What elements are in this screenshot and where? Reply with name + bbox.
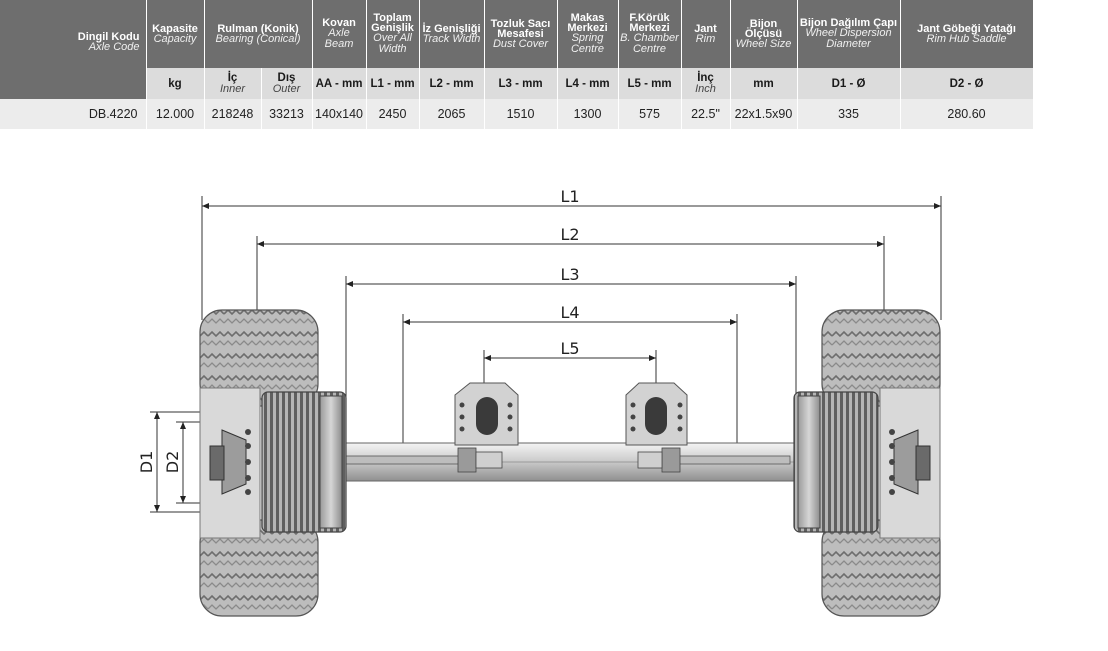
- header-rim-tr: Jant: [694, 22, 717, 35]
- units-row: kg İç Inner Dış Outer AA - mm L1 - mm L2…: [0, 68, 1034, 99]
- header-axle-code-en: Axle Code: [88, 40, 140, 53]
- header-overall-width-tr: Toplam Genişlik: [371, 12, 414, 34]
- unit-inch-en: Inch: [695, 83, 716, 95]
- cell-bearing-inner: 218248: [204, 99, 262, 129]
- cell-l3: 1510: [484, 99, 558, 129]
- header-axle-beam: Kovan Axle Beam: [312, 0, 367, 68]
- unit-l3: L3 - mm: [484, 68, 558, 99]
- header-wheel-size-tr: Bijon Ölçüsü: [744, 17, 783, 40]
- header-dust-cover: Tozluk Sacı Mesafesi Dust Cover: [484, 0, 558, 68]
- axle-diagram: L1 L2 L3 L4 L5 D1 D2 AA: [137, 187, 942, 617]
- left-hub: [221, 429, 247, 495]
- unit-inch: İnç Inch: [681, 68, 731, 99]
- header-track-width-tr: İz Genişliği: [422, 22, 481, 35]
- label-l3: L3: [560, 265, 579, 284]
- header-spring-centre-tr: Makas Merkezi: [567, 12, 608, 34]
- header-bearing-tr: Rulman (Konik): [217, 22, 299, 35]
- camshaft-left: [344, 447, 503, 473]
- header-spring-centre: Makas Merkezi Spring Centre: [557, 0, 619, 68]
- label-d1: D1: [137, 451, 156, 474]
- unit-inner-en: Inner: [219, 83, 246, 95]
- spring-bracket-right: [625, 382, 688, 446]
- label-l4: L4: [560, 303, 579, 322]
- unit-d2: D2 - Ø: [900, 68, 1034, 99]
- header-track-width-en: Track Width: [422, 32, 481, 45]
- label-l5: L5: [560, 339, 579, 358]
- header-capacity: Kapasite Capacity: [146, 0, 205, 68]
- header-chamber-centre-en: B. Chamber Centre: [620, 32, 679, 55]
- unit-mm: mm: [730, 68, 798, 99]
- cell-d2: 280.60: [900, 99, 1034, 129]
- header-capacity-en: Capacity: [153, 32, 197, 45]
- cell-l2: 2065: [419, 99, 485, 129]
- cell-axle-code: DB.4220: [0, 99, 147, 129]
- label-l1: L1: [560, 187, 579, 206]
- dimension-lines: [150, 196, 942, 513]
- unit-inch-tr: İnç: [697, 72, 714, 84]
- unit-inner-tr: İç: [227, 72, 238, 84]
- header-row: Dingil Kodu Axle Code Kapasite Capacity …: [0, 0, 1034, 68]
- left-wheel: [199, 309, 347, 617]
- right-hub: [893, 429, 919, 495]
- table-row: DB.4220 12.000 218248 33213 140x140 2450…: [0, 99, 1034, 129]
- unit-outer-en: Outer: [272, 83, 301, 95]
- right-wheel-studs: [889, 429, 895, 495]
- header-capacity-tr: Kapasite: [152, 22, 198, 35]
- header-axle-beam-tr: Kovan: [322, 17, 356, 29]
- left-wheel-studs: [245, 429, 251, 495]
- header-wheel-dispersion-en: Wheel Dispersion Diameter: [805, 27, 892, 50]
- header-rim-en: Rim: [695, 32, 716, 45]
- header-overall-width: Toplam Genişlik Over All Width: [366, 0, 420, 68]
- header-wheel-size-en: Wheel Size: [735, 37, 792, 50]
- header-axle-beam-en: Axle Beam: [324, 27, 354, 50]
- cell-l4: 1300: [557, 99, 619, 129]
- cell-capacity: 12.000: [146, 99, 205, 129]
- header-track-width: İz Genişliği Track Width: [419, 0, 485, 68]
- header-chamber-centre-tr: F.Körük Merkezi: [629, 12, 670, 34]
- units-blank-cell: [0, 68, 147, 99]
- spec-table: Dingil Kodu Axle Code Kapasite Capacity …: [0, 0, 1034, 129]
- left-hub-cap: [209, 445, 225, 481]
- cell-d1: 335: [797, 99, 901, 129]
- cell-axle-beam: 140x140: [312, 99, 367, 129]
- unit-l4: L4 - mm: [557, 68, 619, 99]
- unit-d1: D1 - Ø: [797, 68, 901, 99]
- header-dust-cover-en: Dust Cover: [492, 37, 549, 50]
- header-bearing-en: Bearing (Conical): [215, 32, 301, 45]
- cell-l5: 575: [618, 99, 682, 129]
- header-wheel-dispersion: Bijon Dağılım Çapı Wheel Dispersion Diam…: [797, 0, 901, 68]
- unit-l2: L2 - mm: [419, 68, 485, 99]
- spring-bracket-left: [454, 382, 519, 446]
- unit-outer: Dış Outer: [261, 68, 313, 99]
- cell-bearing-outer: 33213: [261, 99, 313, 129]
- header-rim-hub-saddle-en: Rim Hub Saddle: [926, 32, 1007, 45]
- header-axle-code: Dingil Kodu Axle Code: [0, 0, 147, 68]
- unit-l1: L1 - mm: [366, 68, 420, 99]
- header-rim-hub-saddle-tr: Jant Göbeği Yatağı: [917, 22, 1016, 35]
- header-axle-code-tr: Dingil Kodu: [77, 30, 140, 43]
- header-dust-cover-tr: Tozluk Sacı Mesafesi: [490, 17, 551, 40]
- header-rim-hub-saddle: Jant Göbeği Yatağı Rim Hub Saddle: [900, 0, 1034, 68]
- unit-aa: AA - mm: [312, 68, 367, 99]
- header-wheel-dispersion-tr: Bijon Dağılım Çapı: [799, 17, 898, 29]
- label-d2: D2: [163, 451, 182, 474]
- header-chamber-centre: F.Körük Merkezi B. Chamber Centre: [618, 0, 682, 68]
- right-wheel: [793, 309, 941, 617]
- unit-l5: L5 - mm: [618, 68, 682, 99]
- header-wheel-size: Bijon Ölçüsü Wheel Size: [730, 0, 798, 68]
- unit-outer-tr: Dış: [277, 72, 296, 84]
- cell-l1: 2450: [366, 99, 420, 129]
- right-hub-cap: [915, 445, 931, 481]
- header-overall-width-en: Over All Width: [373, 32, 412, 55]
- unit-kg: kg: [146, 68, 205, 99]
- cell-rim: 22.5": [681, 99, 731, 129]
- unit-inner: İç Inner: [204, 68, 262, 99]
- camshaft-right: [637, 447, 791, 473]
- label-l2: L2: [560, 225, 579, 244]
- header-bearing: Rulman (Konik) Bearing (Conical): [204, 0, 313, 68]
- cell-wheel-size: 22x1.5x90: [730, 99, 798, 129]
- header-spring-centre-en: Spring Centre: [570, 32, 605, 55]
- header-rim: Jant Rim: [681, 0, 731, 68]
